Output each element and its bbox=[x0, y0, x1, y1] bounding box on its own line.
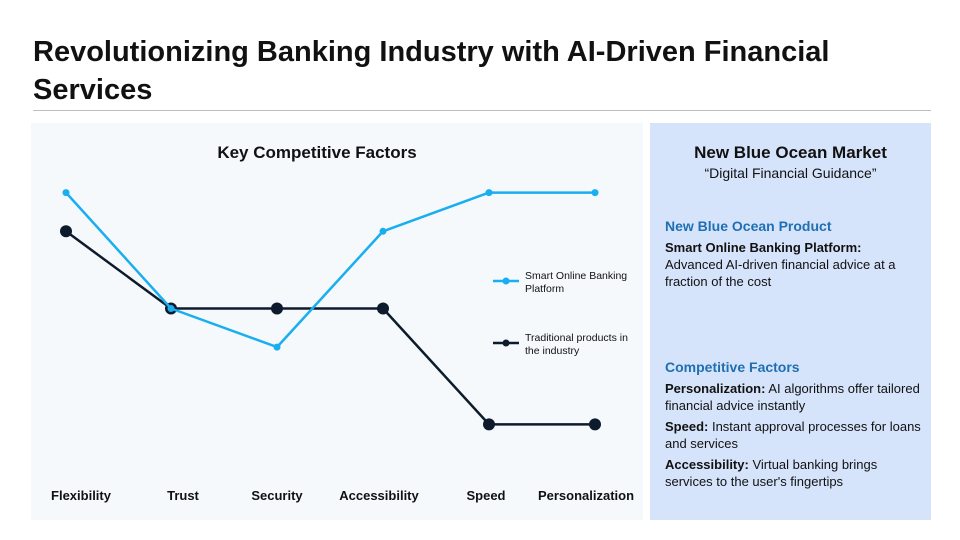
chart-panel: Key Competitive Factors Flexibility Trust… bbox=[31, 123, 643, 520]
factor-item: Accessibility: Virtual banking brings se… bbox=[665, 456, 927, 490]
legend-label: Platform bbox=[525, 283, 564, 295]
traditional-products-line bbox=[65, 230, 595, 426]
x-tick-label: Flexibility bbox=[51, 488, 112, 503]
factors-list: Personalization: AI algorithms offer tai… bbox=[665, 380, 927, 494]
legend-label: Smart Online Banking bbox=[525, 270, 627, 282]
ocean-title: New Blue Ocean Market bbox=[694, 143, 887, 162]
factor-label: Accessibility: bbox=[665, 457, 749, 472]
product-desc: Advanced AI-driven financial advice at a… bbox=[665, 257, 896, 289]
factor-text: Instant approval processes for loans and… bbox=[665, 419, 921, 451]
product-description: Smart Online Banking Platform: Advanced … bbox=[665, 239, 927, 290]
traditional-products-point bbox=[60, 225, 72, 238]
slide-title: Revolutionizing Banking Industry with AI… bbox=[33, 36, 830, 106]
smart-platform-point bbox=[379, 227, 387, 235]
product-name: Smart Online Banking Platform: bbox=[665, 240, 862, 255]
blue-ocean-panel: New Blue Ocean Market “Digital Financial… bbox=[650, 123, 931, 520]
traditional-products-point bbox=[377, 302, 389, 315]
legend-label: Traditional products in bbox=[525, 332, 628, 344]
title-divider bbox=[33, 110, 931, 111]
factor-label: Speed: bbox=[665, 419, 709, 434]
chart-legend: Smart Online BankingPlatformTraditional … bbox=[493, 270, 628, 357]
legend-swatch-marker bbox=[502, 277, 510, 285]
x-tick-label: Personalization bbox=[538, 488, 634, 503]
legend-swatch-marker bbox=[502, 339, 510, 347]
smart-platform-point bbox=[591, 189, 599, 197]
chart-title: Key Competitive Factors bbox=[217, 143, 416, 162]
factors-heading: Competitive Factors bbox=[665, 359, 800, 375]
legend-label: the industry bbox=[525, 345, 580, 357]
smart-platform-line bbox=[65, 191, 595, 349]
x-tick-label: Accessibility bbox=[339, 488, 419, 503]
factor-item: Speed: Instant approval processes for lo… bbox=[665, 418, 927, 452]
product-heading: New Blue Ocean Product bbox=[665, 218, 832, 234]
factor-text: AI algorithms offer tailored financial a… bbox=[665, 381, 920, 413]
factor-item: Personalization: AI algorithms offer tai… bbox=[665, 380, 927, 414]
smart-platform-point bbox=[167, 305, 175, 312]
traditional-products-point bbox=[271, 302, 283, 315]
x-tick-label: Trust bbox=[167, 488, 199, 503]
traditional-products-point bbox=[589, 418, 601, 431]
x-tick-label: Speed bbox=[466, 488, 505, 503]
ocean-subtitle: “Digital Financial Guidance” bbox=[704, 165, 877, 181]
smart-platform-point bbox=[273, 343, 281, 351]
competitive-factors-chart: Key Competitive Factors Flexibility Trust… bbox=[51, 143, 634, 503]
smart-platform-point bbox=[62, 189, 70, 197]
smart-platform-point bbox=[485, 189, 493, 197]
traditional-products-point bbox=[483, 418, 495, 431]
x-axis-ticks: Flexibility Trust Security Accessibility Spe… bbox=[51, 488, 634, 503]
factor-text: Virtual banking brings services to the u… bbox=[665, 457, 878, 489]
factor-label: Personalization: bbox=[665, 381, 766, 396]
series-layer bbox=[60, 189, 601, 431]
x-tick-label: Security bbox=[251, 488, 303, 503]
